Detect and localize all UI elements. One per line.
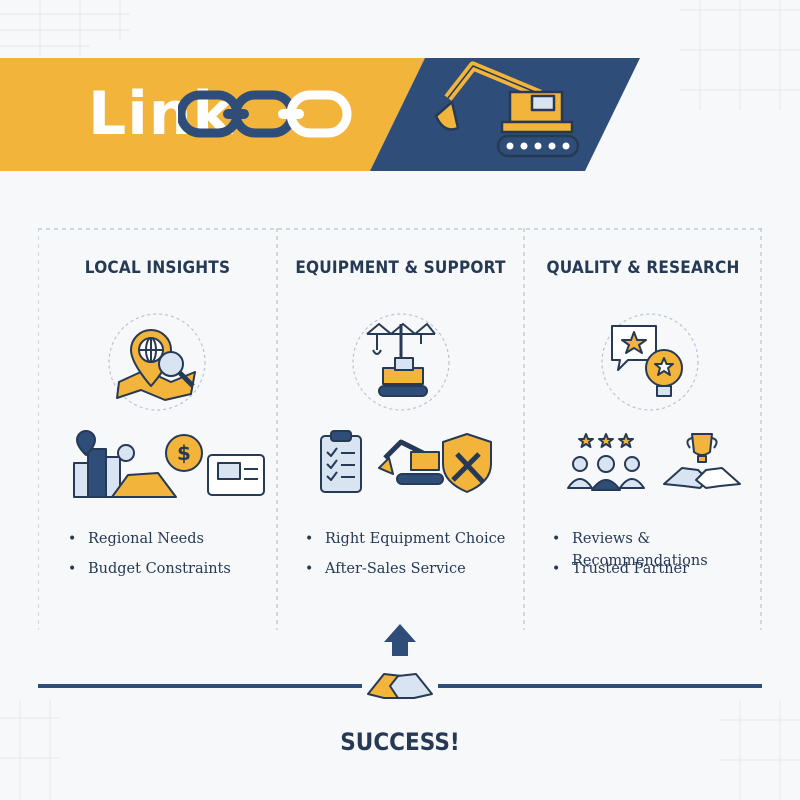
up-arrow-icon [384,624,416,656]
success-connector [38,624,762,699]
excavator-icon [434,61,580,158]
column-dividers [38,228,762,630]
trophy-handshake-icon [663,433,741,489]
city-location-icon [73,430,177,498]
bullet-item: Right Equipment Choice [305,528,505,558]
svg-text:$: $ [177,441,191,465]
crane-vehicle-icon [352,313,450,411]
column-equipment-support: EQUIPMENT & SUPPORT [277,228,524,630]
bullet-item: Regional Needs [68,528,231,558]
column-bullets: Reviews & Recommendations Trusted Partne… [552,528,762,588]
banner-gold-band [0,58,425,171]
checklist-clipboard-icon [320,430,362,493]
column-quality-research: QUALITY & RESEARCH [524,228,762,630]
column-bullets: Right Equipment Choice After-Sales Servi… [305,528,505,588]
dollar-coin-icon: $ [165,434,203,472]
bullet-item: Trusted Partner [552,558,762,588]
rated-team-icon [567,433,645,491]
review-star-lightbulb-icon [601,313,699,411]
excavator-icon [378,439,444,485]
blueprint-icon [207,454,265,496]
column-title: LOCAL INSIGHTS [84,258,231,277]
success-label: SUCCESS! [340,728,460,756]
column-local-insights: LOCAL INSIGHTS [38,228,277,630]
quality-research-sub-icons [567,433,741,491]
chain-link-icon [178,90,352,138]
column-title: EQUIPMENT & SUPPORT [295,258,506,277]
column-title: QUALITY & RESEARCH [546,258,740,277]
bullet-item: Reviews & Recommendations [552,528,762,569]
local-insights-sub-icons: $ [73,430,265,498]
handshake-icon [367,673,433,699]
bullet-item: Budget Constraints [68,558,231,588]
shield-tools-icon [442,433,492,493]
column-bullets: Regional Needs Budget Constraints [68,528,231,588]
equipment-support-sub-icons [320,430,492,493]
globe-map-pin-magnifier-icon [108,313,206,411]
pillars-section: LOCAL INSIGHTS [38,228,762,630]
bullet-item: After-Sales Service [305,558,505,588]
